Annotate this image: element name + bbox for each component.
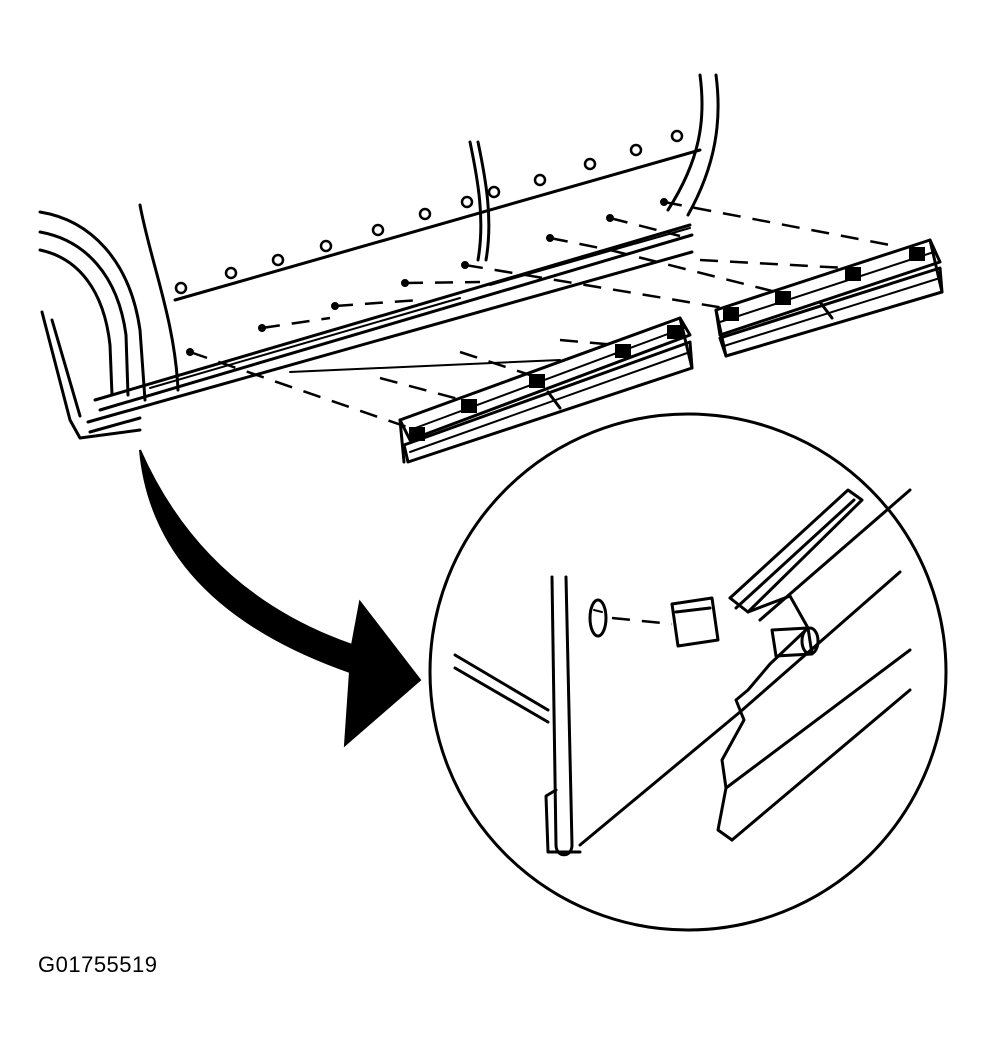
retainer-clip-icon: [588, 598, 608, 638]
sill-holes: [174, 129, 684, 295]
rear-rocker-molding: [189, 316, 694, 464]
figure-identifier: G01755519: [38, 952, 158, 977]
detail-circle: [428, 412, 948, 932]
detail-view: [428, 412, 948, 932]
callout-arrow: [139, 449, 422, 748]
vehicle-body-side: [38, 73, 720, 440]
retainer-clips: [186, 198, 681, 356]
front-rocker-molding: [464, 200, 944, 358]
